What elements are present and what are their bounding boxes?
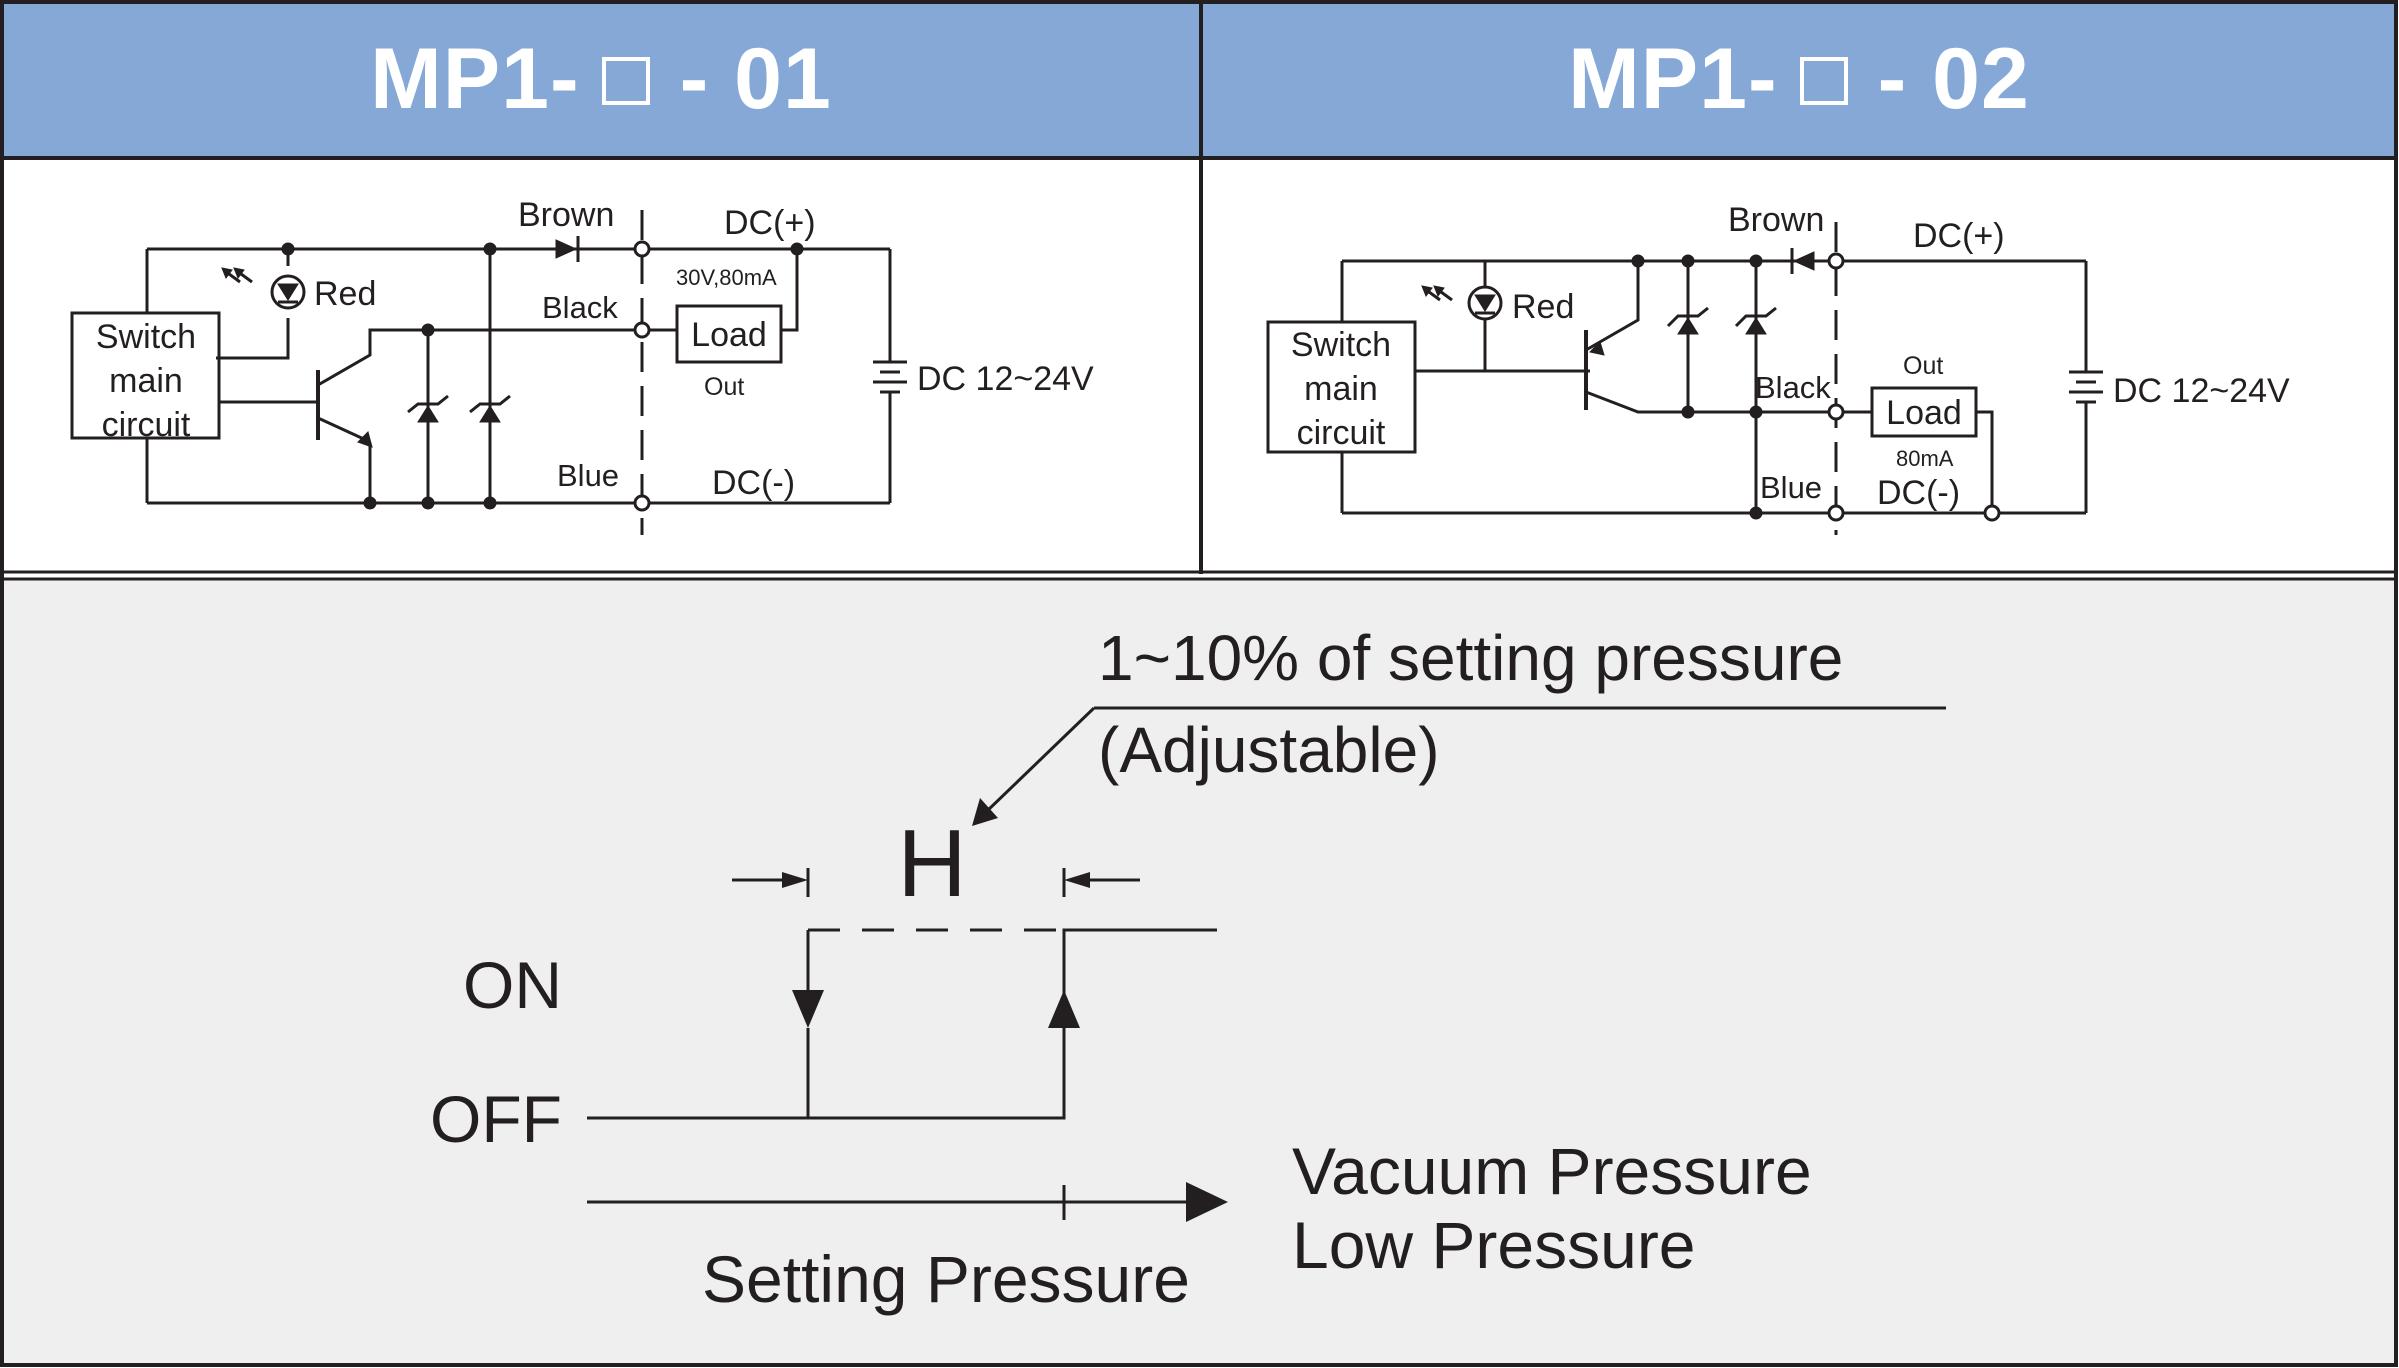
label-blue: Blue bbox=[557, 458, 619, 493]
label-blue: Blue bbox=[1760, 470, 1822, 505]
header-mp1-02: MP1- - 02 bbox=[1203, 0, 2395, 158]
lower-panel-bg bbox=[3, 578, 2395, 1364]
circuit-left-symbols bbox=[221, 236, 804, 510]
label-rating: 30V,80mA bbox=[676, 265, 777, 290]
label-supply: DC 12~24V bbox=[2113, 372, 2290, 410]
label-dc-plus: DC(+) bbox=[724, 204, 816, 242]
leader-arrow-icon bbox=[972, 798, 998, 826]
label-red: Red bbox=[1512, 288, 1574, 326]
placeholder-box-icon bbox=[601, 57, 650, 105]
header-prefix: MP1- bbox=[1568, 30, 1778, 127]
arrow-down-icon bbox=[792, 990, 824, 1028]
switch-main-circuit-box bbox=[70, 311, 221, 440]
diode-icon bbox=[555, 239, 578, 259]
zener-icon bbox=[479, 405, 501, 423]
circuit-left bbox=[70, 210, 907, 535]
axis-label-vacuum: Vacuum Pressure bbox=[1292, 1134, 1812, 1208]
label-switch: Switch bbox=[96, 318, 196, 356]
zener-icon bbox=[1677, 317, 1699, 335]
label-out: Out bbox=[704, 373, 744, 401]
axis-arrow-icon bbox=[1186, 1182, 1228, 1222]
label-dc-plus: DC(+) bbox=[1913, 217, 2005, 255]
diode-icon bbox=[1792, 251, 1815, 271]
led-icon bbox=[1467, 285, 1503, 321]
terminals-right bbox=[1827, 252, 2001, 522]
circuit-right-symbols bbox=[1421, 248, 1815, 520]
note-line2: (Adjustable) bbox=[1098, 714, 1440, 786]
axis-label-low: Low Pressure bbox=[1292, 1208, 1696, 1282]
terminals-left bbox=[633, 240, 651, 512]
label-black: Black bbox=[542, 290, 618, 325]
label-main: main bbox=[1304, 370, 1378, 408]
led-icon bbox=[270, 274, 306, 310]
hysteresis-labels: 1~10% of setting pressure (Adjustable) H… bbox=[430, 622, 1843, 1316]
arrow-right-icon bbox=[782, 872, 808, 888]
arrow-up-icon bbox=[1048, 990, 1080, 1028]
label-brown: Brown bbox=[1728, 201, 1824, 239]
placeholder-box-icon bbox=[1799, 57, 1848, 105]
circuit-left-labels: Brown DC(+) Red Black 30V,80mA Load Out … bbox=[96, 196, 1094, 502]
h-label: H bbox=[897, 810, 966, 917]
off-label: OFF bbox=[430, 1082, 562, 1156]
label-black: Black bbox=[1755, 370, 1831, 405]
label-brown: Brown bbox=[518, 196, 614, 234]
label-dc-minus: DC(-) bbox=[1877, 474, 1960, 512]
label-main: main bbox=[109, 362, 183, 400]
header-mp1-01: MP1- - 01 bbox=[3, 0, 1199, 158]
label-rating: 80mA bbox=[1896, 446, 1954, 471]
zener-icon bbox=[417, 405, 439, 423]
label-supply: DC 12~24V bbox=[917, 360, 1094, 398]
on-label: ON bbox=[463, 948, 562, 1022]
arrow-left-icon bbox=[1064, 872, 1090, 888]
load-box bbox=[675, 304, 783, 364]
circuit-right bbox=[1266, 222, 2103, 535]
label-load: Load bbox=[1886, 394, 1962, 432]
header-suffix: - 02 bbox=[1877, 30, 2030, 127]
header-suffix: - 01 bbox=[679, 30, 832, 127]
label-out: Out bbox=[1903, 352, 1943, 380]
header-prefix: MP1- bbox=[370, 30, 580, 127]
hysteresis-arrows bbox=[782, 798, 1228, 1222]
label-load: Load bbox=[691, 316, 767, 354]
note-line1: 1~10% of setting pressure bbox=[1098, 622, 1843, 694]
setting-pressure-label: Setting Pressure bbox=[702, 1242, 1190, 1316]
label-switch: Switch bbox=[1291, 326, 1391, 364]
zener-icon bbox=[1745, 317, 1767, 335]
label-red: Red bbox=[314, 275, 376, 313]
label-dc-minus: DC(-) bbox=[712, 464, 795, 502]
label-circuit: circuit bbox=[102, 406, 191, 444]
label-circuit: circuit bbox=[1297, 414, 1386, 452]
circuit-right-labels: Brown DC(+) Red Black Out Load 80mA Swit… bbox=[1291, 201, 2290, 512]
switch-main-circuit-box bbox=[1266, 320, 1417, 454]
